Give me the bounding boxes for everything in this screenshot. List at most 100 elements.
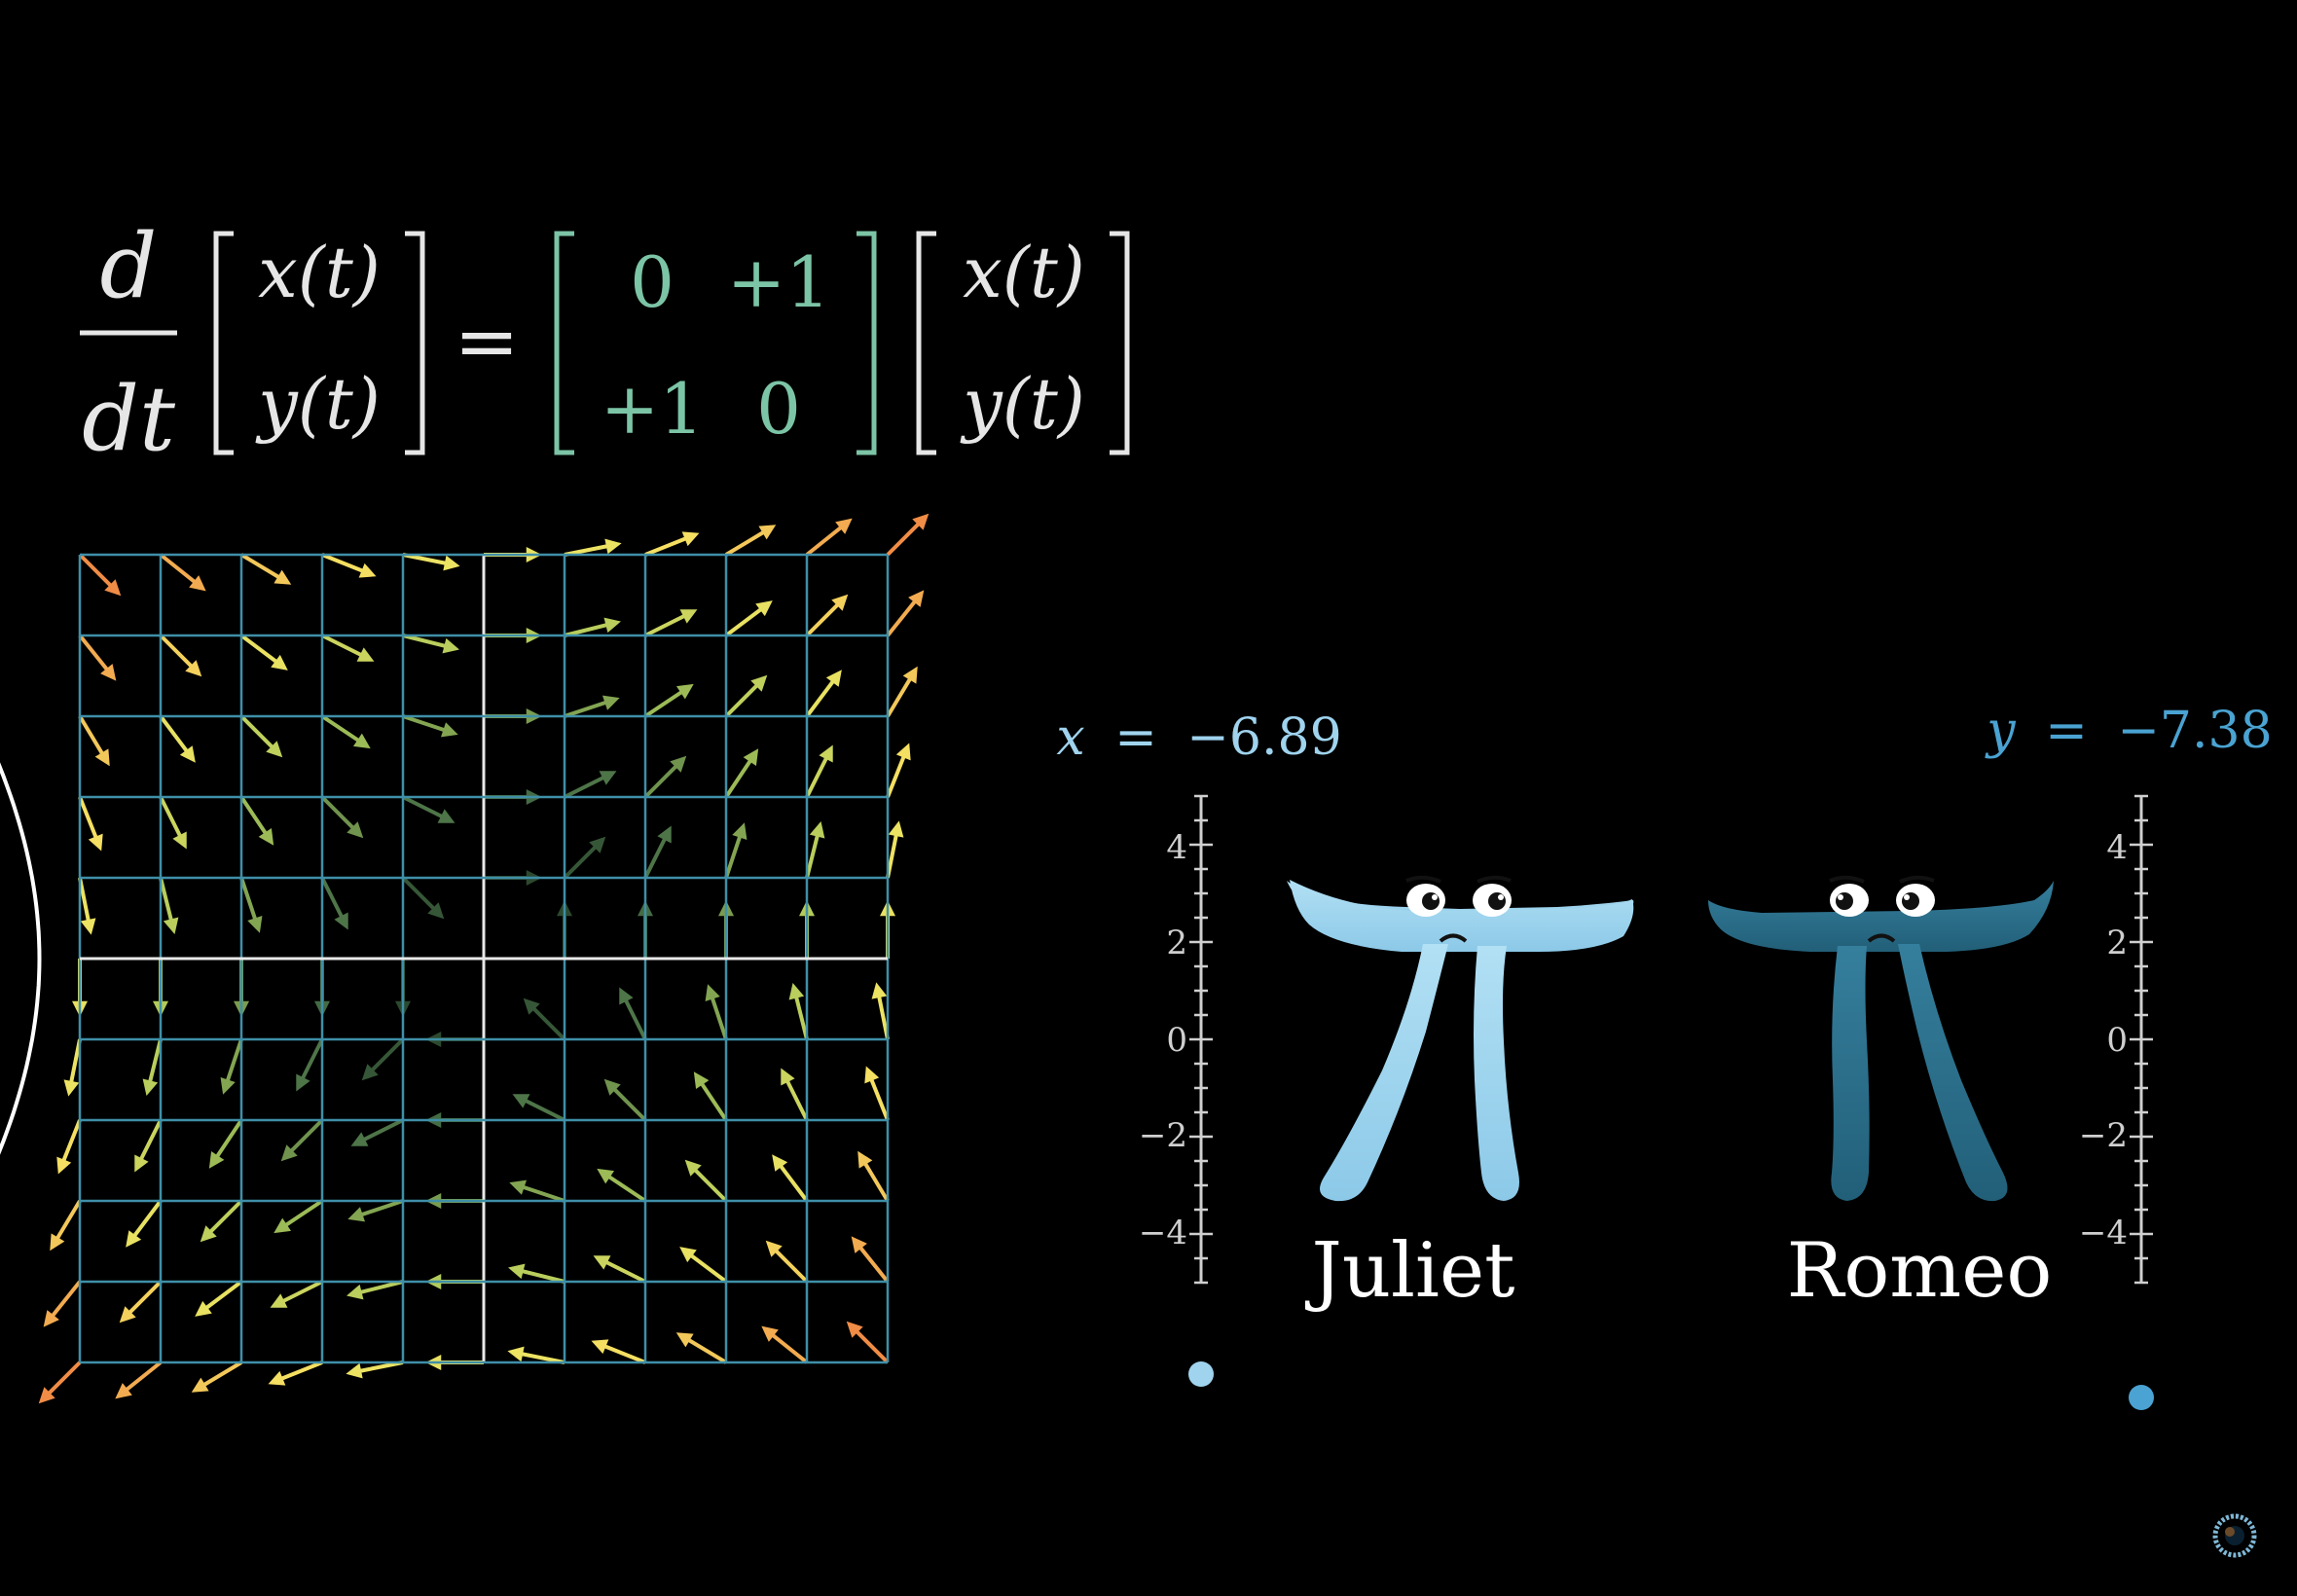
field-arrow [509, 1179, 565, 1203]
field-arrow [239, 553, 292, 585]
field-arrow [402, 795, 456, 823]
field-arrow [564, 538, 622, 557]
field-arrow [43, 1280, 82, 1327]
field-arrow [159, 877, 179, 934]
field-arrow [134, 1119, 163, 1173]
field-arrow [78, 877, 96, 935]
field-arrow [346, 1280, 404, 1300]
field-arrow [603, 1078, 647, 1122]
field-arrow [563, 836, 606, 880]
field-arrow [619, 987, 647, 1040]
field-arrow [401, 876, 445, 920]
field-arrow [159, 634, 202, 677]
field-arrow [805, 594, 849, 637]
field-arrow [772, 1154, 809, 1203]
romeo-tick-label: −4 [2079, 1214, 2128, 1252]
field-arrow [886, 820, 904, 879]
field-arrow [805, 670, 842, 718]
field-arrow [239, 634, 288, 671]
matrix-entry-21: +1 [601, 368, 704, 450]
field-arrow [208, 1118, 243, 1169]
juliet-tick-label: 4 [1166, 828, 1187, 867]
coordinate-grid [78, 553, 890, 1364]
field-arrow [593, 1255, 646, 1284]
field-arrow [643, 683, 694, 718]
romeo-readout-var: y [1985, 702, 2016, 760]
field-arrow [724, 525, 777, 557]
field-arrow [761, 1325, 809, 1364]
3b1b-logo-icon [2212, 1513, 2257, 1558]
field-arrow [320, 714, 371, 749]
field-arrow [805, 518, 853, 557]
field-arrow [239, 714, 283, 758]
field-arrow [195, 1280, 243, 1317]
derivative-denominator: dt [82, 367, 176, 471]
field-arrow [320, 877, 348, 930]
field-arrow [886, 743, 911, 798]
field-arrow [765, 1240, 809, 1284]
field-arrow [679, 1247, 728, 1284]
juliet-mouth [1439, 933, 1468, 943]
juliet-tick-label: −4 [1139, 1214, 1187, 1252]
rhs-x-entry: x(t) [963, 232, 1085, 313]
romeo-number-line: 4 2 0 −2 −4 [2079, 794, 2153, 1285]
romeo-mouth [1867, 933, 1896, 943]
field-arrow [886, 666, 918, 718]
field-arrow [347, 1199, 404, 1222]
field-arrow [644, 609, 698, 637]
field-arrow [38, 1360, 82, 1404]
field-arrow [643, 755, 687, 799]
field-arrow [320, 795, 364, 839]
coupling-matrix: 0 +1 +1 0 [554, 231, 877, 455]
romeo-tick-label: 2 [2106, 924, 2128, 962]
field-arrow [693, 1071, 728, 1122]
juliet-left-leg [1320, 944, 1448, 1202]
field-arrow [220, 1038, 243, 1095]
derivative-numerator: d [100, 214, 158, 318]
field-arrow [643, 825, 672, 879]
field-arrow [788, 983, 809, 1040]
field-arrow [239, 795, 274, 846]
field-arrow [402, 553, 460, 571]
field-arrow [724, 748, 759, 799]
juliet-tick-label: 0 [1166, 1021, 1187, 1060]
romeo-head-bar [1708, 881, 2054, 952]
rhs-left-bracket [916, 231, 936, 455]
field-arrow [159, 553, 206, 592]
rhs-right-bracket [1110, 231, 1130, 455]
field-arrow [296, 1038, 324, 1092]
romeo-value-dot [2129, 1385, 2154, 1410]
field-arrow [78, 553, 122, 597]
svg-text:x = −6.89: x = −6.89 [1056, 708, 1341, 767]
field-arrow [159, 714, 196, 763]
field-arrow [268, 1360, 323, 1386]
field-arrow [280, 1118, 324, 1162]
svg-text:y = −7.38: y = −7.38 [1985, 702, 2272, 760]
field-arrow [523, 998, 566, 1041]
field-arrow [564, 617, 621, 637]
field-arrow [56, 1119, 82, 1175]
field-arrow [346, 1360, 404, 1379]
left-bracket [213, 231, 234, 455]
field-arrow [200, 1199, 243, 1243]
field-arrow [78, 634, 117, 681]
juliet-value-dot [1188, 1361, 1214, 1387]
romeo-readout-value: −7.38 [2117, 702, 2272, 760]
romeo-tick-label: 0 [2106, 1021, 2128, 1060]
field-arrow [321, 634, 375, 662]
field-arrow [851, 1236, 890, 1284]
field-arrow [591, 1339, 646, 1364]
matrix-entry-12: +1 [727, 241, 830, 323]
field-arrow [644, 531, 700, 557]
field-arrow [805, 744, 833, 798]
field-arrow [402, 714, 458, 738]
juliet-number-line: 4 2 0 −2 −4 [1139, 794, 1213, 1285]
field-arrow [886, 513, 930, 557]
lhs-x-entry: x(t) [258, 232, 381, 313]
field-arrow [507, 1346, 565, 1364]
field-arrow [781, 1068, 809, 1121]
field-arrow [886, 590, 925, 637]
field-arrow [191, 1360, 243, 1393]
field-arrow [724, 822, 747, 879]
field-arrow [597, 1168, 647, 1203]
